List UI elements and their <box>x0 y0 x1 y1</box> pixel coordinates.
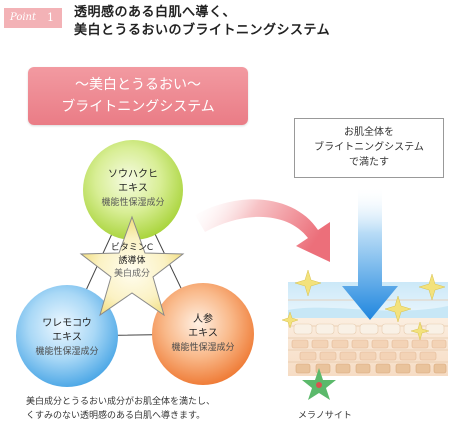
vitamin-c-name-suffix: 誘導体 <box>118 256 146 266</box>
banner-line-1: ～美白とうるおい～ <box>75 77 201 93</box>
ingredient-name: ワレモコウ <box>42 318 92 329</box>
ingredient-name-suffix: エキス <box>188 328 218 339</box>
callout-box: お肌全体を ブライトニングシステム で満たす <box>294 118 444 178</box>
ingredient-circle-waremokou: ワレモコウ エキス 機能性保湿成分 <box>16 285 118 387</box>
caption-line-2: くすみのない透明感のある白肌へ導きます。 <box>26 411 206 421</box>
banner-line-2: ブライトニングシステム <box>61 99 215 115</box>
caption-line-1: 美白成分とうるおい成分がお肌全体を満たし、 <box>26 397 216 407</box>
ingredient-name-suffix: エキス <box>52 332 82 343</box>
melanocyte-label: メラノサイト <box>298 411 352 421</box>
vitamin-c-name: ビタミンC <box>110 243 154 253</box>
headline: 透明感のある白肌へ導く、 美白とうるおいのブライトニングシステム <box>74 4 330 40</box>
point-badge: Point 1 <box>4 8 62 28</box>
ingredient-type: 機能性保湿成分 <box>35 347 99 357</box>
ingredient-circle-ninjin: 人参 エキス 機能性保湿成分 <box>152 283 254 385</box>
callout-line-1: お肌全体を <box>344 127 394 138</box>
headline-line-2: 美白とうるおいのブライトニングシステム <box>74 23 331 38</box>
point-badge-number: 1 <box>47 11 54 24</box>
ingredient-name: ソウハクヒ <box>108 169 158 180</box>
headline-line-1: 透明感のある白肌へ導く、 <box>74 5 237 20</box>
ingredient-name-suffix: エキス <box>118 183 148 194</box>
vitamin-c-star <box>79 215 185 317</box>
pink-flow-arrow <box>195 199 330 262</box>
blue-down-arrow <box>342 186 398 320</box>
description-caption: 美白成分とうるおい成分がお肌全体を満たし、 くすみのない透明感のある白肌へ導きま… <box>26 395 215 423</box>
point-badge-label: Point <box>10 12 37 23</box>
vitamin-c-label: ビタミンC 誘導体 美白成分 <box>0 242 264 281</box>
vitamin-c-type: 美白成分 <box>113 269 150 279</box>
ingredient-type: 機能性保湿成分 <box>101 198 165 208</box>
sparkle-icons <box>281 269 446 341</box>
callout-line-3: で満たす <box>349 157 389 168</box>
ingredient-name: 人参 <box>193 314 213 325</box>
brightening-system-banner: ～美白とうるおい～ ブライトニングシステム <box>28 67 248 125</box>
callout-line-2: ブライトニングシステム <box>314 142 424 153</box>
ingredient-type: 機能性保湿成分 <box>171 343 235 353</box>
